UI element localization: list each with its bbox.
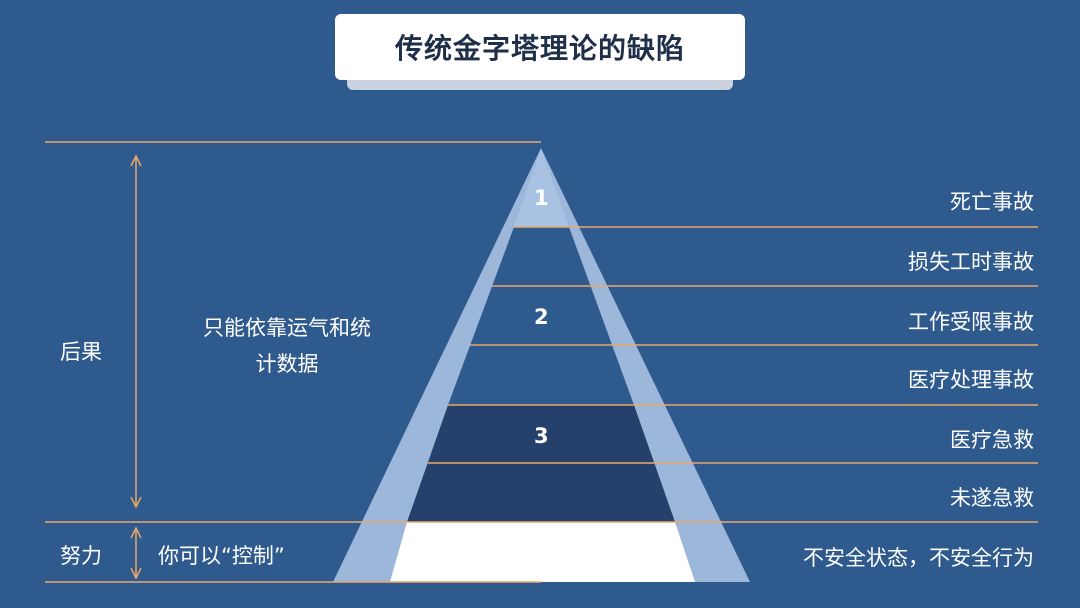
- consequence-desc-line-1: 只能依靠运气和统: [203, 316, 371, 340]
- level-label-unsafe-conditions: 不安全状态，不安全行为: [803, 546, 1034, 570]
- effort-label: 努力: [60, 544, 102, 568]
- pyramid-edge-right: [541, 148, 750, 582]
- level-label-near-miss: 未遂急救: [950, 486, 1034, 510]
- tier-1: [514, 148, 569, 227]
- pyramid-edge-left: [333, 148, 541, 582]
- consequence-arrow: [130, 154, 142, 509]
- effort-description: 你可以“控制”: [158, 544, 285, 568]
- level-label-fatal: 死亡事故: [950, 190, 1034, 214]
- consequence-desc-line-2: 计数据: [255, 352, 319, 376]
- effort-arrow: [130, 526, 142, 580]
- consequence-description: 只能依靠运气和统 计数据: [182, 310, 392, 382]
- tier-number-3: 3: [534, 424, 549, 448]
- tier-number-2: 2: [534, 305, 549, 329]
- level-label-lost-time: 损失工时事故: [908, 250, 1034, 274]
- tier-number-1: 1: [534, 186, 549, 210]
- consequence-label: 后果: [60, 340, 102, 364]
- tier-2: [448, 227, 634, 405]
- level-label-restricted-work: 工作受限事故: [908, 310, 1034, 334]
- level-label-medical-treatment: 医疗处理事故: [908, 368, 1034, 392]
- page-title: 传统金字塔理论的缺陷: [335, 14, 745, 80]
- tier-base: [390, 522, 695, 582]
- level-label-first-aid: 医疗急救: [950, 428, 1034, 452]
